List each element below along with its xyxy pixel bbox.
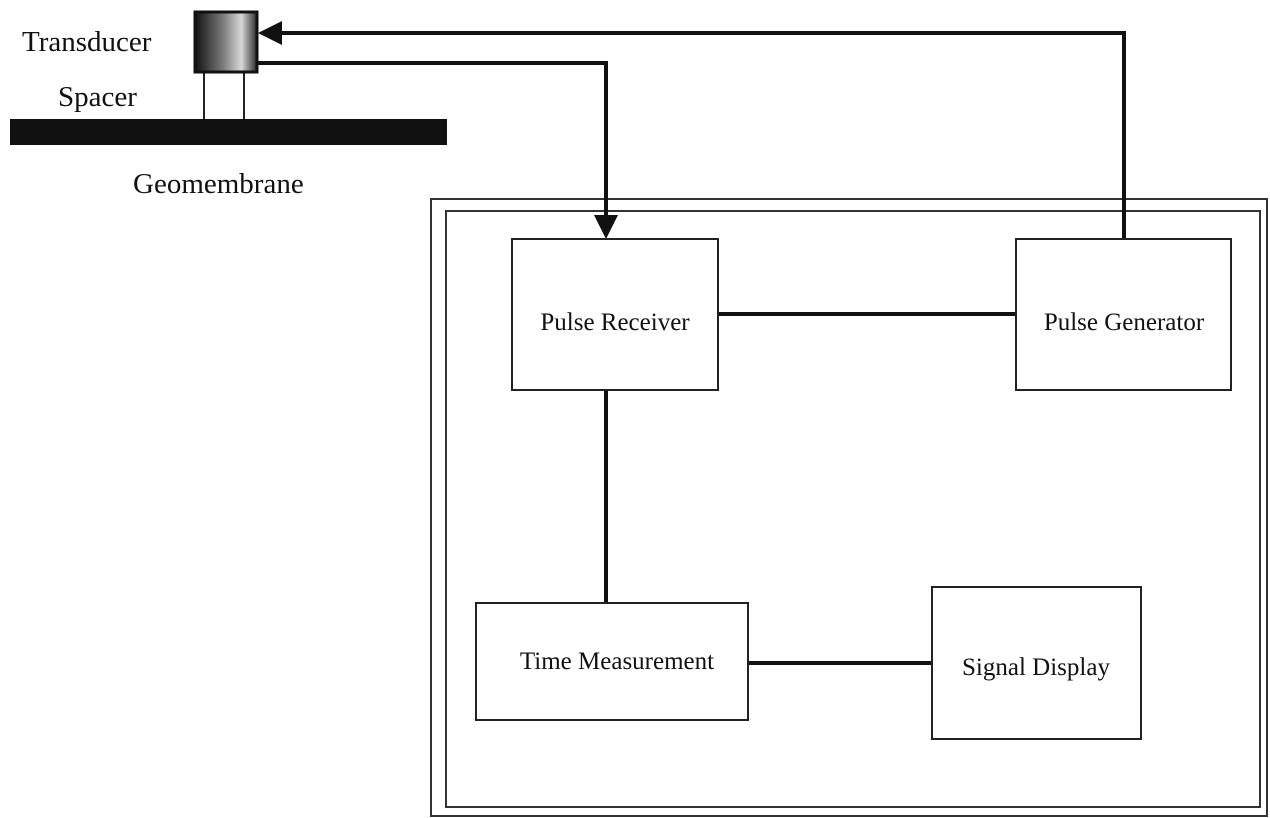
- pulse-generator-label: Pulse Generator: [1044, 309, 1205, 336]
- transducer-label: Transducer: [22, 26, 152, 58]
- geomembrane-label: Geomembrane: [133, 168, 304, 200]
- instrument-outer-frame: [430, 198, 1268, 817]
- time-measurement-label: Time Measurement: [520, 648, 714, 675]
- pulse-receiver-label: Pulse Receiver: [540, 309, 690, 336]
- pulse-generator-block: [1015, 238, 1232, 391]
- wire-generator-to-transducer: [258, 21, 1126, 239]
- pulse-receiver-block: [511, 238, 719, 391]
- instrument-inner-frame: [445, 210, 1261, 808]
- spacer-label: Spacer: [58, 81, 137, 113]
- signal-display-block: [931, 586, 1142, 740]
- wire-transducer-to-receiver: [257, 61, 618, 239]
- signal-display-label: Signal Display: [962, 654, 1110, 681]
- transducer-body: [193, 10, 259, 74]
- geomembrane-sheet: [10, 119, 447, 145]
- time-measurement-block: [475, 602, 749, 721]
